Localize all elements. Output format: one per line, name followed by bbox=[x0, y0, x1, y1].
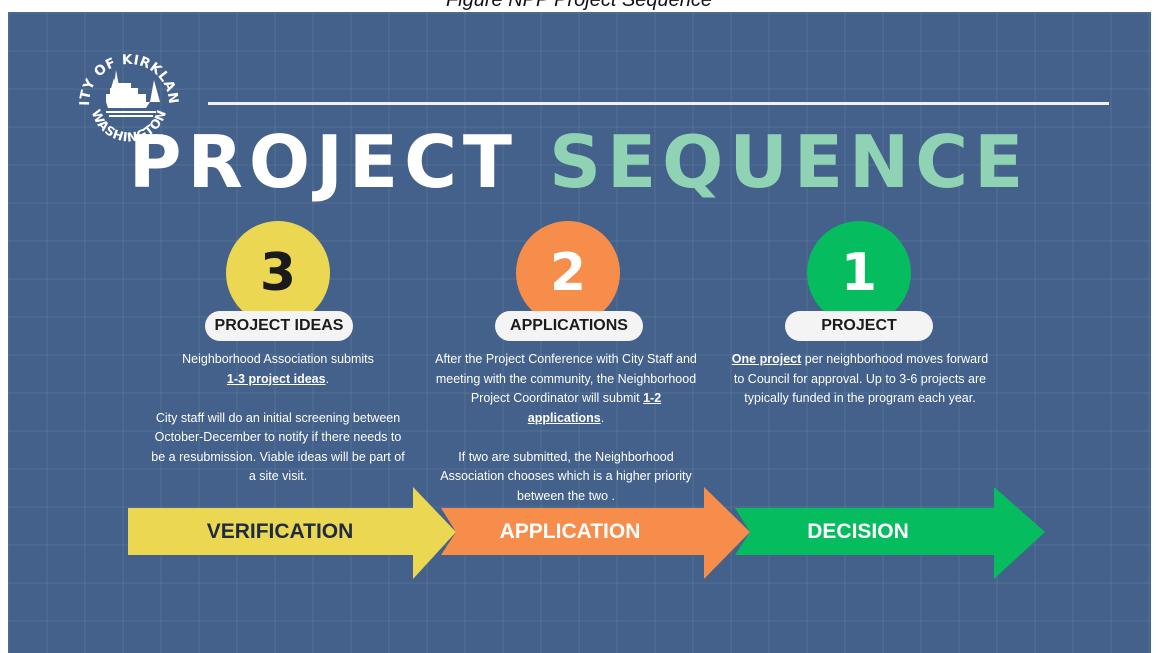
desc-text: . bbox=[325, 371, 330, 386]
header-divider bbox=[208, 102, 1109, 105]
phase-label-application: APPLICATION bbox=[499, 520, 641, 543]
step-label-applications: APPLICATIONS bbox=[495, 311, 643, 341]
desc-text: per neighborhood moves forward to Counci… bbox=[733, 352, 989, 405]
step-circle-2: 2 bbox=[516, 221, 620, 325]
step-circle-1: 1 bbox=[807, 221, 911, 325]
desc-text: Neighborhood Association submits bbox=[182, 352, 374, 366]
figure-caption: Figure NPP Project Sequence bbox=[0, 0, 1158, 22]
title-part-1: PROJECT bbox=[128, 120, 519, 204]
ferry-boat-icon bbox=[106, 70, 160, 117]
arrow-decision bbox=[735, 487, 1045, 579]
phase-label-decision: DECISION bbox=[807, 520, 909, 543]
page-title: PROJECT SEQUENCE bbox=[0, 112, 1158, 212]
title-part-2: SEQUENCE bbox=[549, 120, 1030, 204]
phase-label-verification: VERIFICATION bbox=[206, 520, 354, 543]
desc-text: After the Project Conference with City S… bbox=[435, 352, 697, 405]
arrow-application bbox=[441, 487, 750, 579]
step-description-applications: After the Project Conference with City S… bbox=[431, 350, 701, 506]
desc-emphasis: One project bbox=[731, 352, 802, 366]
desc-paragraph: One project per neighborhood moves forwa… bbox=[728, 350, 992, 409]
arrow-verification bbox=[128, 487, 456, 579]
desc-text: . bbox=[600, 410, 605, 425]
step-description-project-ideas: Neighborhood Association submits 1-3 proj… bbox=[148, 350, 408, 487]
city-seal-logo: CITY OF KIRKLAND WASHINGTON bbox=[70, 42, 181, 145]
desc-emphasis: 1-2 applications bbox=[527, 391, 662, 425]
step-description-project: One project per neighborhood moves forwa… bbox=[728, 350, 992, 409]
desc-paragraph: Neighborhood Association submits 1-3 proj… bbox=[148, 350, 408, 389]
desc-paragraph: After the Project Conference with City S… bbox=[431, 350, 701, 428]
desc-paragraph: If two are submitted, the Neighborhood A… bbox=[440, 449, 692, 503]
step-circle-3: 3 bbox=[226, 221, 330, 325]
desc-paragraph: City staff will do an initial screening … bbox=[151, 410, 405, 484]
caption-text: Figure NPP Project Sequence bbox=[445, 0, 713, 11]
desc-emphasis: 1-3 project ideas bbox=[226, 371, 326, 386]
step-label-project-ideas: PROJECT IDEAS bbox=[205, 311, 353, 341]
step-label-project: PROJECT bbox=[785, 311, 933, 341]
